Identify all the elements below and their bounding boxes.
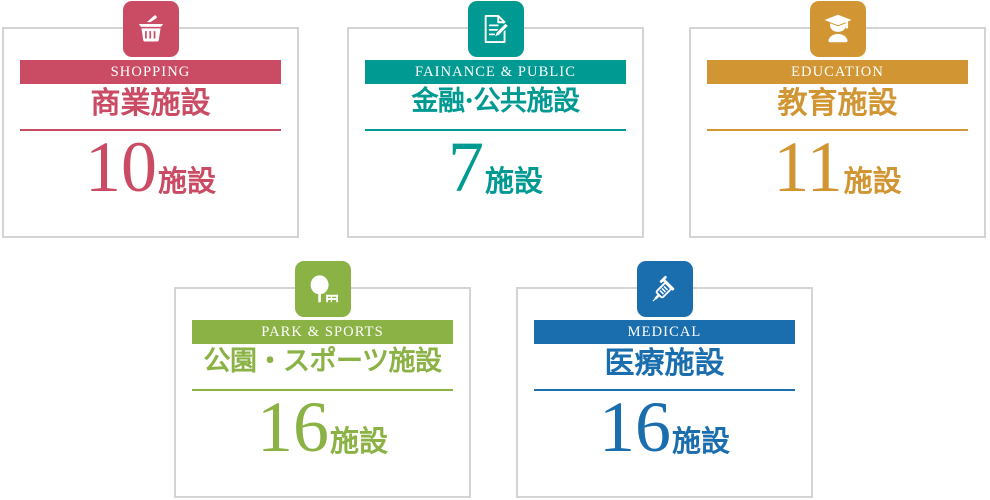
- category-title: 医療施設: [604, 346, 725, 381]
- graduate-icon: [809, 1, 866, 57]
- category-label-band: EDUCATION: [707, 60, 968, 84]
- category-label-band: SHOPPING: [20, 60, 281, 84]
- category-title: 金融·公共施設: [411, 86, 580, 117]
- category-label-band: MEDICAL: [534, 320, 795, 344]
- facility-count-number: 16: [598, 387, 671, 467]
- category-label-band: FAINANCE & PUBLIC: [365, 60, 626, 84]
- title-divider: [534, 389, 795, 391]
- shopping-basket-icon: [122, 1, 179, 57]
- category-label-text: EDUCATION: [791, 63, 884, 80]
- title-divider: [20, 129, 281, 131]
- facility-count-unit: 施設: [329, 424, 388, 459]
- category-title: 教育施設: [777, 86, 898, 121]
- facility-count-unit: 施設: [157, 164, 216, 199]
- document-pen-icon: [467, 1, 524, 57]
- title-divider: [365, 129, 626, 131]
- facility-count-unit: 施設: [843, 164, 902, 199]
- facility-count-unit: 施設: [671, 424, 730, 459]
- title-divider: [192, 389, 453, 391]
- category-label-text: MEDICAL: [627, 323, 702, 340]
- category-label-text: FAINANCE & PUBLIC: [414, 63, 577, 80]
- category-title: 公園・スポーツ施設: [203, 346, 442, 377]
- facility-count-number: 7: [447, 127, 484, 207]
- category-label-text: PARK & SPORTS: [261, 323, 384, 340]
- category-label-text: SHOPPING: [110, 63, 191, 80]
- facility-count-number: 11: [773, 127, 843, 207]
- category-label-band: PARK & SPORTS: [192, 320, 453, 344]
- facility-count-unit: 施設: [484, 164, 543, 199]
- tree-bench-icon: [294, 261, 351, 317]
- syringe-icon: [636, 261, 693, 317]
- title-divider: [707, 129, 968, 131]
- facility-count-number: 16: [256, 387, 329, 467]
- facility-count-number: 10: [84, 127, 157, 207]
- category-title: 商業施設: [90, 86, 211, 121]
